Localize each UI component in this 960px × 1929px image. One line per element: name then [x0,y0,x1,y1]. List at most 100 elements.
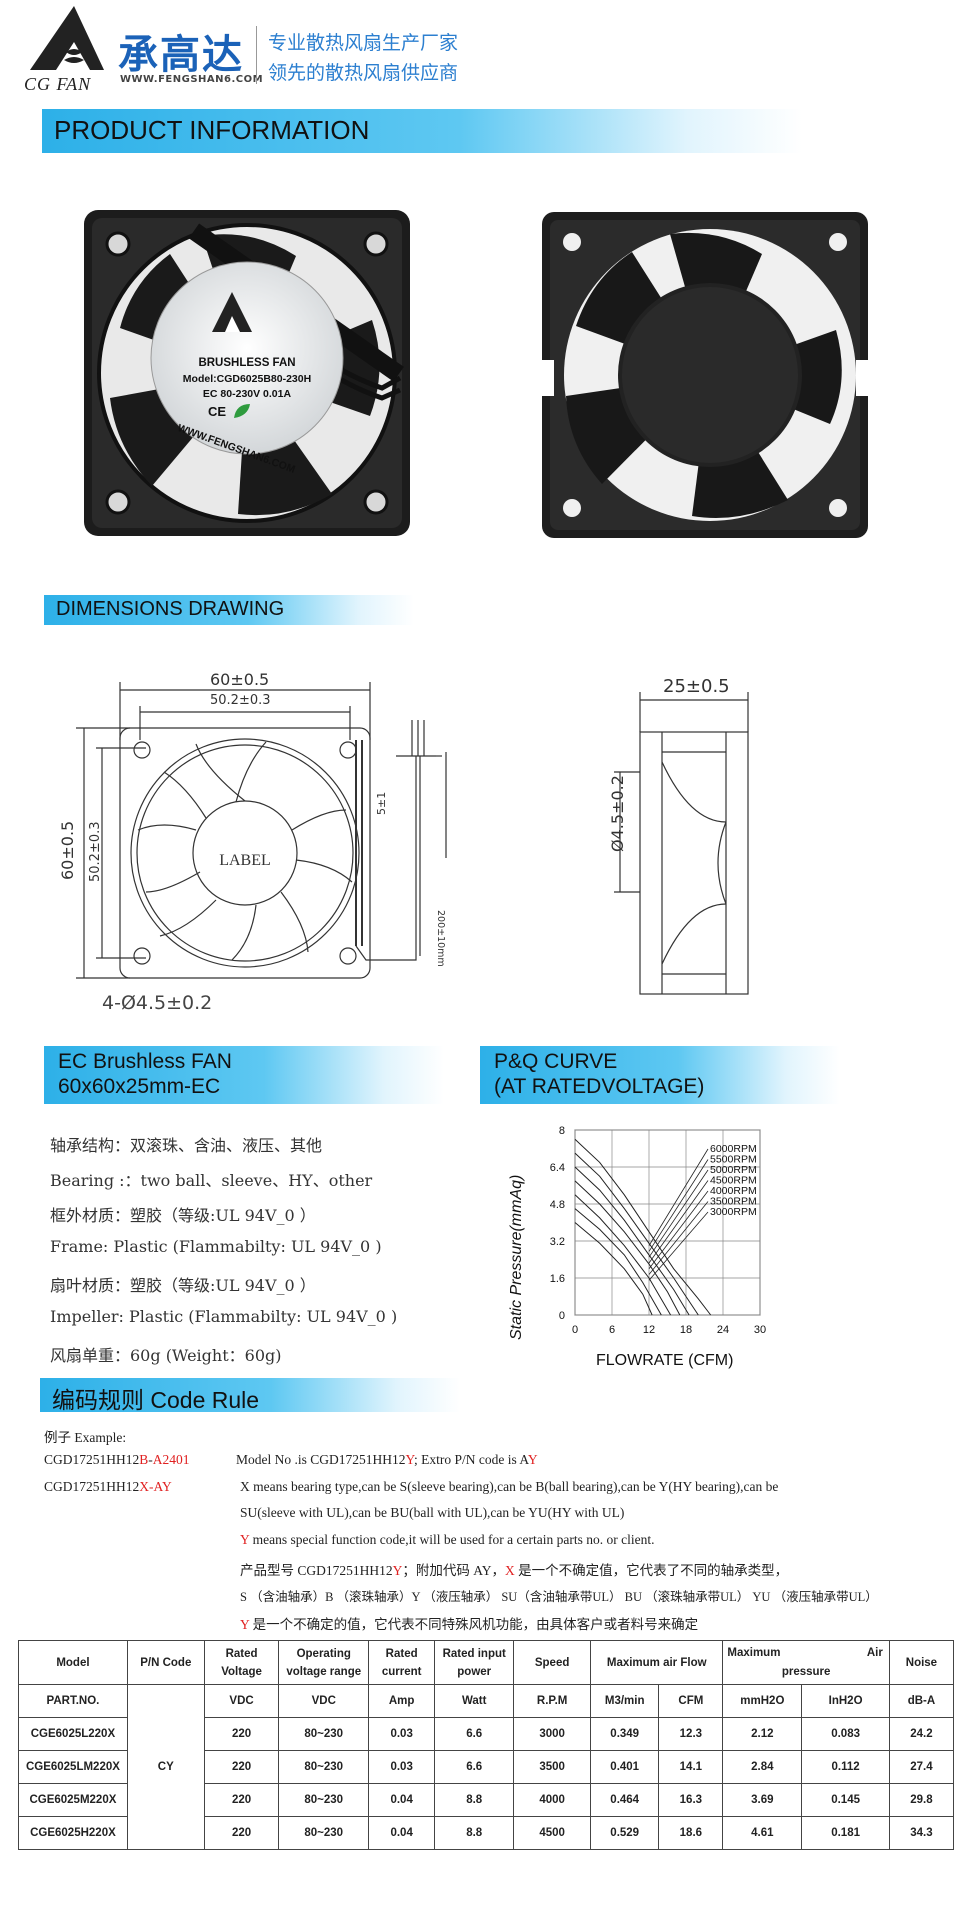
example-label: 例子 Example: [44,1430,127,1445]
header-rated-voltage: Rated Voltage [203,1640,280,1685]
width-outer-dim: 60±0.5 [210,670,270,689]
pq-legend-5500rpm: 5500RPM [710,1154,757,1166]
certification-leaf-icon [234,404,250,418]
unit-part-no: PART.NO. [18,1684,128,1718]
header-pressure: Maximum Air pressure [722,1640,890,1685]
code-rule-banner: 编码规则 Code Rule [40,1378,460,1413]
table-cell: 4500 [513,1816,592,1850]
table-cell: 0.04 [368,1816,436,1850]
pq-y-tick-label: 8 [559,1125,565,1137]
example-code-1: CGD17251HH12B-A2401 [44,1452,190,1468]
pq-x-tick-label: 0 [572,1324,578,1336]
spec-impeller-en: Impeller: Plastic (Flammabilty: UL 94V_0… [50,1307,398,1326]
pq-y-tick-label: 0 [559,1310,565,1322]
table-cell: 0.03 [368,1750,436,1784]
label-title: BRUSHLESS FAN [198,357,296,369]
width-inner-dim: 50.2±0.3 [210,693,271,708]
pq-curve-banner: P&Q CURVE (AT RATEDVOLTAGE) [480,1046,840,1104]
cn-rule-line-3: Y 是一个不确定的值，它代表不同特殊风机功能，由具体客户或者料号来确定 [240,1613,698,1633]
label-rating: EC 80-230V 0.01A [202,388,292,400]
front-dimension-drawing: LABEL [76,682,447,979]
pq-y-tick-label: 4.8 [550,1199,565,1211]
table-cell: 0.083 [801,1717,890,1751]
table-row: CGE6025M220X 220 80~230 0.04 8.8 4000 0.… [18,1783,955,1817]
header-pressure-right: Air [866,1647,883,1659]
table-cell: 4.61 [722,1816,803,1850]
cg-fan-logo-icon [30,6,104,70]
cn1-suffix: 是一个不确定值，它代表了不同的轴承类型， [514,1563,789,1578]
example-code-2: CGD17251HH12X-AY [44,1479,172,1495]
pq-x-tick-label: 6 [609,1324,615,1336]
pq-y-tick-label: 6.4 [550,1162,565,1174]
cn3-y: Y [240,1617,250,1632]
y-meaning-text: means special function code,it will be u… [249,1532,655,1547]
depth-dim: 25±0.5 [663,676,730,697]
table-units-row: PART.NO. CY VDC VDC Amp Watt R.P.M M3/mi… [18,1684,955,1850]
table-cell: 0.349 [590,1717,660,1751]
ec-title-line-1: EC Brushless FAN [58,1050,232,1073]
table-cell: CGE6025M220X [18,1783,128,1817]
table-cell: 80~230 [278,1783,370,1817]
spec-bearing-en: Bearing :：two ball、sleeve、HY、other [50,1171,373,1190]
y-letter: Y [240,1532,250,1547]
pq-legend-3000rpm: 3000RPM [710,1206,757,1218]
pq-y-tick-label: 1.6 [550,1273,565,1285]
model-number-line: Model No .is CGD17251HH12Y; Extro P/N co… [236,1452,538,1468]
code1-base: CGD17251HH12 [44,1452,140,1467]
code2-x: X [139,1479,150,1494]
table-header-row: Model P/N Code Rated Voltage Operating v… [18,1640,955,1685]
model-line-y: Y [405,1452,415,1467]
pq-x-axis-label: FLOWRATE (CFM) [596,1352,734,1369]
table-cell: CGE6025L220X [18,1717,128,1751]
pq-legend-6000rpm: 6000RPM [710,1143,757,1155]
pq-legend-leader [648,1190,709,1269]
pq-legend-5000rpm: 5000RPM [710,1164,757,1176]
table-cell: 220 [203,1783,280,1817]
header-divider [256,26,257,84]
header-pressure-bottom: pressure [781,1666,831,1678]
table-cell: 220 [203,1816,280,1850]
model-line-mid: ; Extro P/N code is A [414,1452,528,1467]
spec-frame-en: Frame: Plastic (Flammabilty: UL 94V_0 ) [50,1237,382,1256]
pq-legend-4000rpm: 4000RPM [710,1185,757,1197]
drawing-label-text: LABEL [219,852,271,869]
brand-url: WWW.FENGSHAN6.COM [120,74,264,85]
table-row: CGE6025H220X 220 80~230 0.04 8.8 4500 0.… [18,1816,955,1850]
unit-cell: Amp [368,1684,436,1718]
unit-cell: CFM [658,1684,724,1718]
model-line-prefix: Model No .is CGD17251HH12 [236,1452,406,1467]
pq-title-line-2: (AT RATEDVOLTAGE) [494,1075,705,1098]
pn-code-cell: CY [126,1684,205,1850]
pq-title-line-1: P&Q CURVE [494,1050,618,1073]
cn1-x: X [505,1563,515,1578]
table-cell: 220 [203,1717,280,1751]
header-speed: Speed [513,1640,592,1685]
dimensions-drawing-banner: DIMENSIONS DRAWING [44,595,414,625]
product-information-banner: PRODUCT INFORMATION [42,109,802,153]
table-cell: 0.112 [801,1750,890,1784]
table-cell: 0.181 [801,1816,890,1850]
side-hole-dim: Ø4.5±0.2 [608,775,627,852]
x-meaning-line-2: SU(sleeve with UL),can be BU(ball with U… [240,1505,625,1520]
pq-x-tick-label: 30 [754,1324,766,1336]
header-pn-code: P/N Code [126,1640,205,1685]
table-cell: 80~230 [278,1750,370,1784]
unit-cell: R.P.M [513,1684,592,1718]
lead-offset-dim: 5±1 [375,791,388,815]
pq-series-line-3500rpm [574,1208,662,1316]
lead-length-dim: 200±10mm [435,910,446,967]
header-operating-range: Operating voltage range [278,1640,370,1685]
spec-frame-cn: 框外材质：塑胶（等级:UL 94V_0 ） [50,1206,316,1225]
table-cell: 16.3 [658,1783,724,1817]
pq-legend-3500rpm: 3500RPM [710,1196,757,1208]
header-airflow: Maximum air Flow [590,1640,724,1685]
table-cell: 14.1 [658,1750,724,1784]
mounting-holes-dim: 4-Ø4.5±0.2 [102,992,213,1014]
table-cell: 0.529 [590,1816,660,1850]
table-cell: 3.69 [722,1783,803,1817]
code2-base: CGD17251HH12 [44,1479,140,1494]
pq-series-line-5500rpm [574,1152,699,1316]
unit-cell: VDC [203,1684,280,1718]
table-cell: 24.2 [888,1717,955,1751]
table-cell: 220 [203,1750,280,1784]
